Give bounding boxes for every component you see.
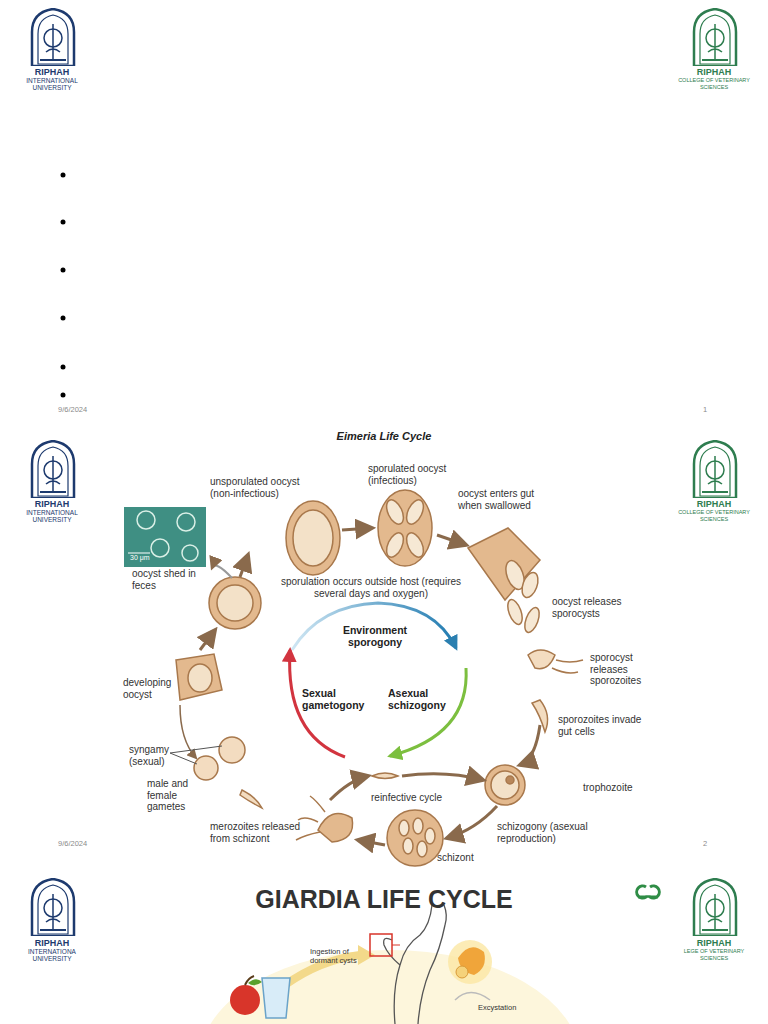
phase-label: Environment sporogony [330,624,420,648]
logo-text: INTERNATIONAL [12,509,92,516]
logo-text: UNIVERSITY [12,516,92,523]
stage-label: oocyst releases sporocysts [552,596,622,619]
logo-text: RIPHAH [674,499,754,509]
phase-label: Asexual schizogony [388,687,460,711]
logo-text: SCIENCES [674,955,754,961]
stage-label: sporulated oocyst (infectious) [368,463,464,486]
logo-text: INTERNATIONAL [12,77,92,84]
stage-label: male and female gametes [147,778,207,813]
stage-label: sporocyst releases sporozoites [590,652,662,687]
stage-label: unsporulated oocyst (non-infectious) [210,476,322,499]
logo-text: SCIENCES [674,84,754,90]
stage-label: schizont [437,852,497,864]
slide-date: 9/6/2024 [58,406,118,415]
scale-label: 30 μm [130,554,170,562]
stage-label: oocyst shed in feces [132,568,212,591]
slide-title: GIARDIA LIFE CYCLE [224,885,544,914]
logo-text: INTERNATIONA [12,948,92,955]
logo-text: RIPHAH [674,67,754,77]
slide-number: 1 [703,406,723,415]
stage-label: developing oocyst [123,677,179,700]
stage-label: schizogony (asexual reproduction) [497,821,617,844]
logo-text: RIPHAH [12,67,92,77]
logo-text: SCIENCES [674,516,754,522]
stage-label: reinfective cycle [371,792,461,804]
process-note: sporulation occurs outside host (require… [276,576,466,599]
step-label: Ingestion of dormant cysts [310,948,376,965]
logo-text: COLLEGE OF VETERINARY [664,77,764,83]
logo-text: RIPHAH [674,938,754,948]
logo-text: UNIVERSITY [12,955,92,962]
stage-label: syngamy (sexual) [129,744,187,767]
slide-number: 2 [703,840,723,849]
stage-label: merozoites released from schizont [210,821,320,844]
diagram-title: Eimeria Life Cycle [284,430,484,443]
slide-date: 9/6/2024 [58,840,118,849]
stage-label: sporozoites invade gut cells [558,714,644,737]
phase-label: Sexual gametogony [302,687,372,711]
logo-text: RIPHAH [12,938,92,948]
logo-text: UNIVERSITY [12,84,92,91]
logo-text: COLLEGE OF VETERINARY [664,509,764,515]
stage-label: trophozoite [583,782,663,794]
stage-label: oocyst enters gut when swallowed [458,488,540,511]
logo-text: LEGE OF VETERINARY [664,948,764,954]
step-label: Excystation [478,1004,548,1013]
logo-text: RIPHAH [12,499,92,509]
